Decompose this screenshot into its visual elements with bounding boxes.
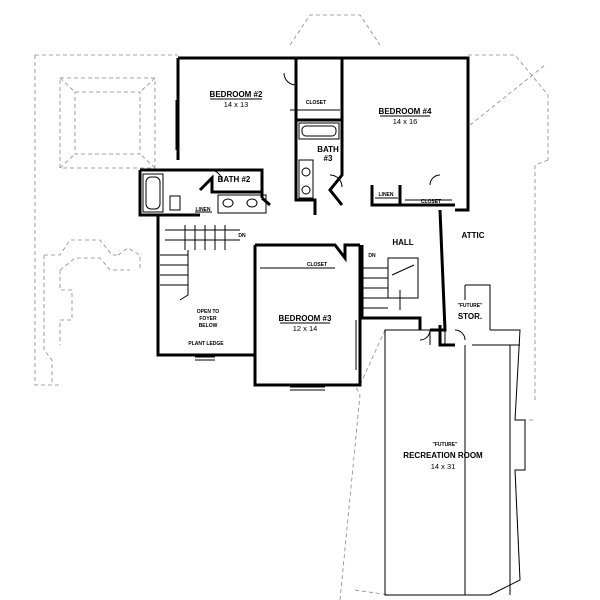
linen-bath-2: LINEN [196, 207, 211, 213]
interior-walls [198, 58, 455, 355]
open-to-foyer-line2: FOYER [199, 316, 217, 322]
bedroom-4-size: 14 x 16 [393, 117, 418, 126]
bedroom-3-size: 12 x 14 [293, 324, 318, 333]
roof-bay [43, 239, 141, 385]
bedroom-2-label: BEDROOM #2 [210, 90, 263, 99]
closet-bedroom-4: CLOSET [421, 199, 441, 205]
linen-hall: LINEN [379, 192, 394, 198]
stor-label: STOR. [458, 312, 482, 321]
plant-ledge-label: PLANT LEDGE [188, 341, 224, 347]
recreation-room-walls [384, 284, 526, 596]
roof-hip-square [59, 77, 156, 169]
bath-3-number: #3 [324, 154, 333, 163]
recreation-future-label: "FUTURE" [432, 442, 458, 448]
exterior-walls [138, 56, 470, 387]
closet-bedroom-2: CLOSET [306, 100, 326, 106]
bedroom-3-label: BEDROOM #3 [279, 314, 332, 323]
stair-down-left: DN [238, 233, 246, 239]
bath-3-label: BATH [317, 145, 339, 154]
bath-2-label: BATH #2 [218, 175, 251, 184]
open-to-foyer-line1: OPEN TO [197, 309, 220, 315]
hall-label: HALL [392, 238, 413, 247]
stor-future-label: "FUTURE" [457, 303, 483, 309]
bedroom-2-size: 14 x 13 [224, 100, 249, 109]
bedroom-4-label: BEDROOM #4 [379, 107, 432, 116]
fixtures [142, 72, 466, 391]
recreation-room-size: 14 x 31 [431, 462, 456, 471]
open-to-foyer-line3: BELOW [199, 323, 218, 329]
recreation-room-label: RECREATION ROOM [403, 451, 483, 460]
stair-down-right: DN [368, 253, 376, 259]
closet-bedroom-3: CLOSET [307, 262, 327, 268]
attic-label: ATTIC [462, 231, 485, 240]
